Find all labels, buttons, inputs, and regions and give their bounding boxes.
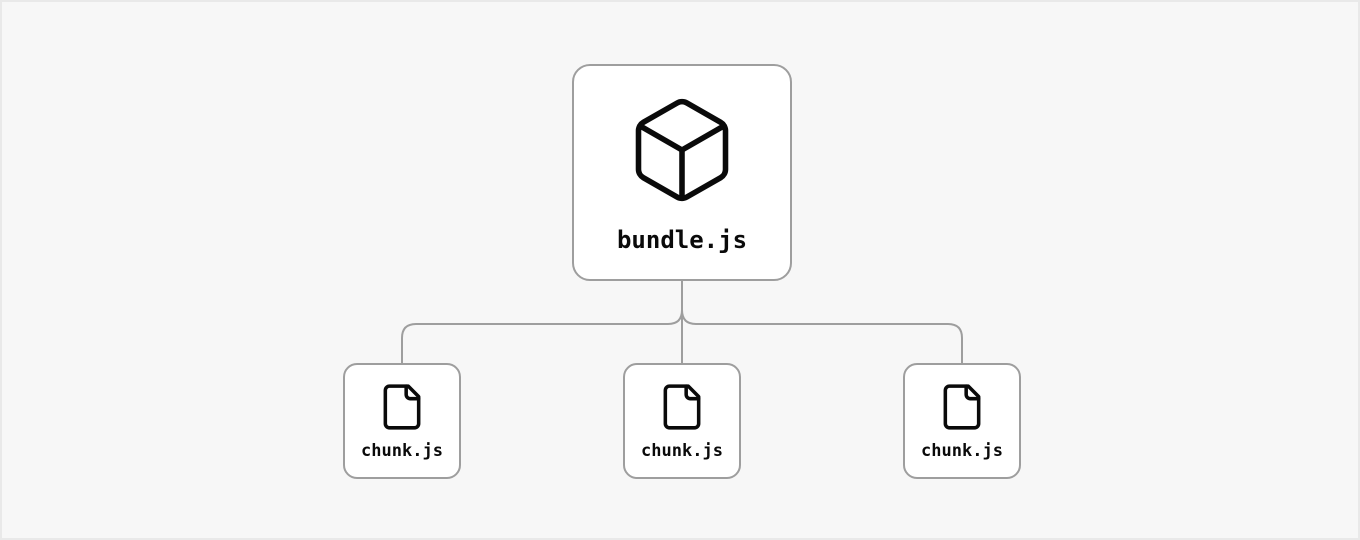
connector-root-to-chunk-right <box>681 281 963 363</box>
node-chunk-label: chunk.js <box>921 440 1003 461</box>
node-chunk-1: chunk.js <box>343 363 461 479</box>
package-cube-icon <box>624 92 740 208</box>
node-chunk-2: chunk.js <box>623 363 741 479</box>
file-icon <box>657 382 707 432</box>
node-bundle-label: bundle.js <box>616 225 748 254</box>
node-bundle: bundle.js <box>572 64 792 281</box>
node-chunk-label: chunk.js <box>361 440 443 461</box>
node-chunk-label: chunk.js <box>641 440 723 461</box>
file-icon <box>377 382 427 432</box>
node-chunk-3: chunk.js <box>903 363 1021 479</box>
file-icon <box>937 382 987 432</box>
connector-root-to-chunk-left <box>401 281 683 363</box>
